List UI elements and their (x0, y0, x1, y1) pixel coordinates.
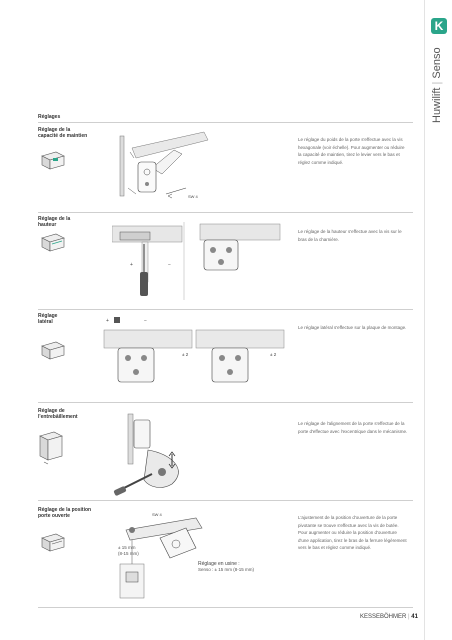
section-4-label-line2: l'entrebâillement (38, 414, 78, 420)
section-1-mark-sw: SW 4 (188, 194, 199, 199)
section-3-thumbnail (41, 341, 65, 360)
section-1-label: Réglage de la capacité de maintien (38, 127, 87, 139)
section-5-thumbnail (41, 533, 65, 552)
section-5-description: L'ajustement de la position d'ouverture … (298, 515, 407, 550)
section-3-description: Le réglage latéral s'effectue sur la pla… (298, 325, 407, 330)
section-1-diagram: SW 4 (119, 131, 209, 199)
section-4-diagram (113, 413, 179, 496)
title-divider (38, 122, 413, 123)
section-3-label-line1: Réglage (38, 313, 58, 319)
section-4-label-line1: Réglage de (38, 408, 65, 414)
section-5-mark-range-sub: (8-15 mm) (118, 551, 139, 556)
section-5-note-value: Senso : ± 15 mm (8-15 mm) (198, 567, 254, 572)
section-2-mark-plus: + (130, 262, 133, 268)
section-divider (38, 500, 413, 501)
section-2-thumbnail (41, 233, 65, 252)
section-divider (38, 402, 413, 403)
section-3-mark-plus: + (106, 318, 109, 324)
section-4-thumbnail (39, 431, 63, 465)
brand-logo-icon: K (431, 18, 447, 34)
section-5-label-line2: porte ouverte (38, 513, 70, 519)
footer-brand: KESSEBÖHMER (360, 614, 407, 620)
brand-product: Huwilift (431, 87, 443, 123)
page-number: 41 (411, 614, 418, 620)
section-5-diagram: SW 4 (119, 512, 203, 599)
brand-product-title: Huwilift | Senso (431, 47, 447, 123)
section-divider (38, 212, 413, 213)
section-4-description: Le réglage de l'alignement de la porte s… (298, 421, 408, 434)
section-2-description: Le réglage de la hauteur s'effectue avec… (298, 229, 402, 242)
section-divider (38, 309, 413, 310)
section-1-description: Le réglage du poids de la porte s'effect… (298, 137, 405, 165)
section-5-note-title: Réglage en usine : (198, 561, 240, 567)
section-3-mark-tol-right: ± 2 (270, 352, 277, 357)
footer-divider (38, 607, 413, 608)
section-5-factory-note: Réglage en usine : Senso : ± 15 mm (8-15… (198, 561, 254, 573)
section-3-diagram: + − ± 2 ± 2 (103, 317, 285, 383)
brand-variant: Senso (431, 47, 443, 79)
footer: KESSEBÖHMER | 41 (360, 614, 418, 620)
section-1-label-line2: capacité de maintien (38, 133, 88, 139)
section-4-label: Réglage de l'entrebâillement (38, 408, 78, 420)
section-5-mark-range: ± 15 mm (118, 545, 136, 550)
section-2-label-line1: Réglage de la (38, 216, 71, 222)
section-2-mark-minus: − (168, 262, 171, 268)
section-2-diagram: + − (112, 222, 281, 300)
section-1-label-line1: Réglage de la (38, 127, 71, 133)
section-5-label-line1: Réglage de la position (38, 507, 92, 513)
section-5-dimension: ± 15 mm (8-15 mm) (118, 545, 139, 557)
section-5-mark-sw: SW 4 (152, 512, 163, 517)
footer-separator: | (408, 614, 410, 620)
section-2-label: Réglage de la hauteur (38, 216, 70, 228)
section-3-label: Réglage latéral (38, 313, 57, 325)
section-2-label-line2: hauteur (38, 222, 57, 228)
section-3-mark-tol-left: ± 2 (182, 352, 189, 357)
brand-separator: | (431, 81, 443, 85)
section-3-mark-minus: − (144, 318, 147, 324)
sidebar-divider (424, 0, 425, 640)
page-title: Réglages (38, 114, 61, 120)
section-3-label-line2: latéral (38, 319, 53, 325)
section-1-thumbnail (41, 151, 65, 170)
section-5-label: Réglage de la position porte ouverte (38, 507, 91, 519)
